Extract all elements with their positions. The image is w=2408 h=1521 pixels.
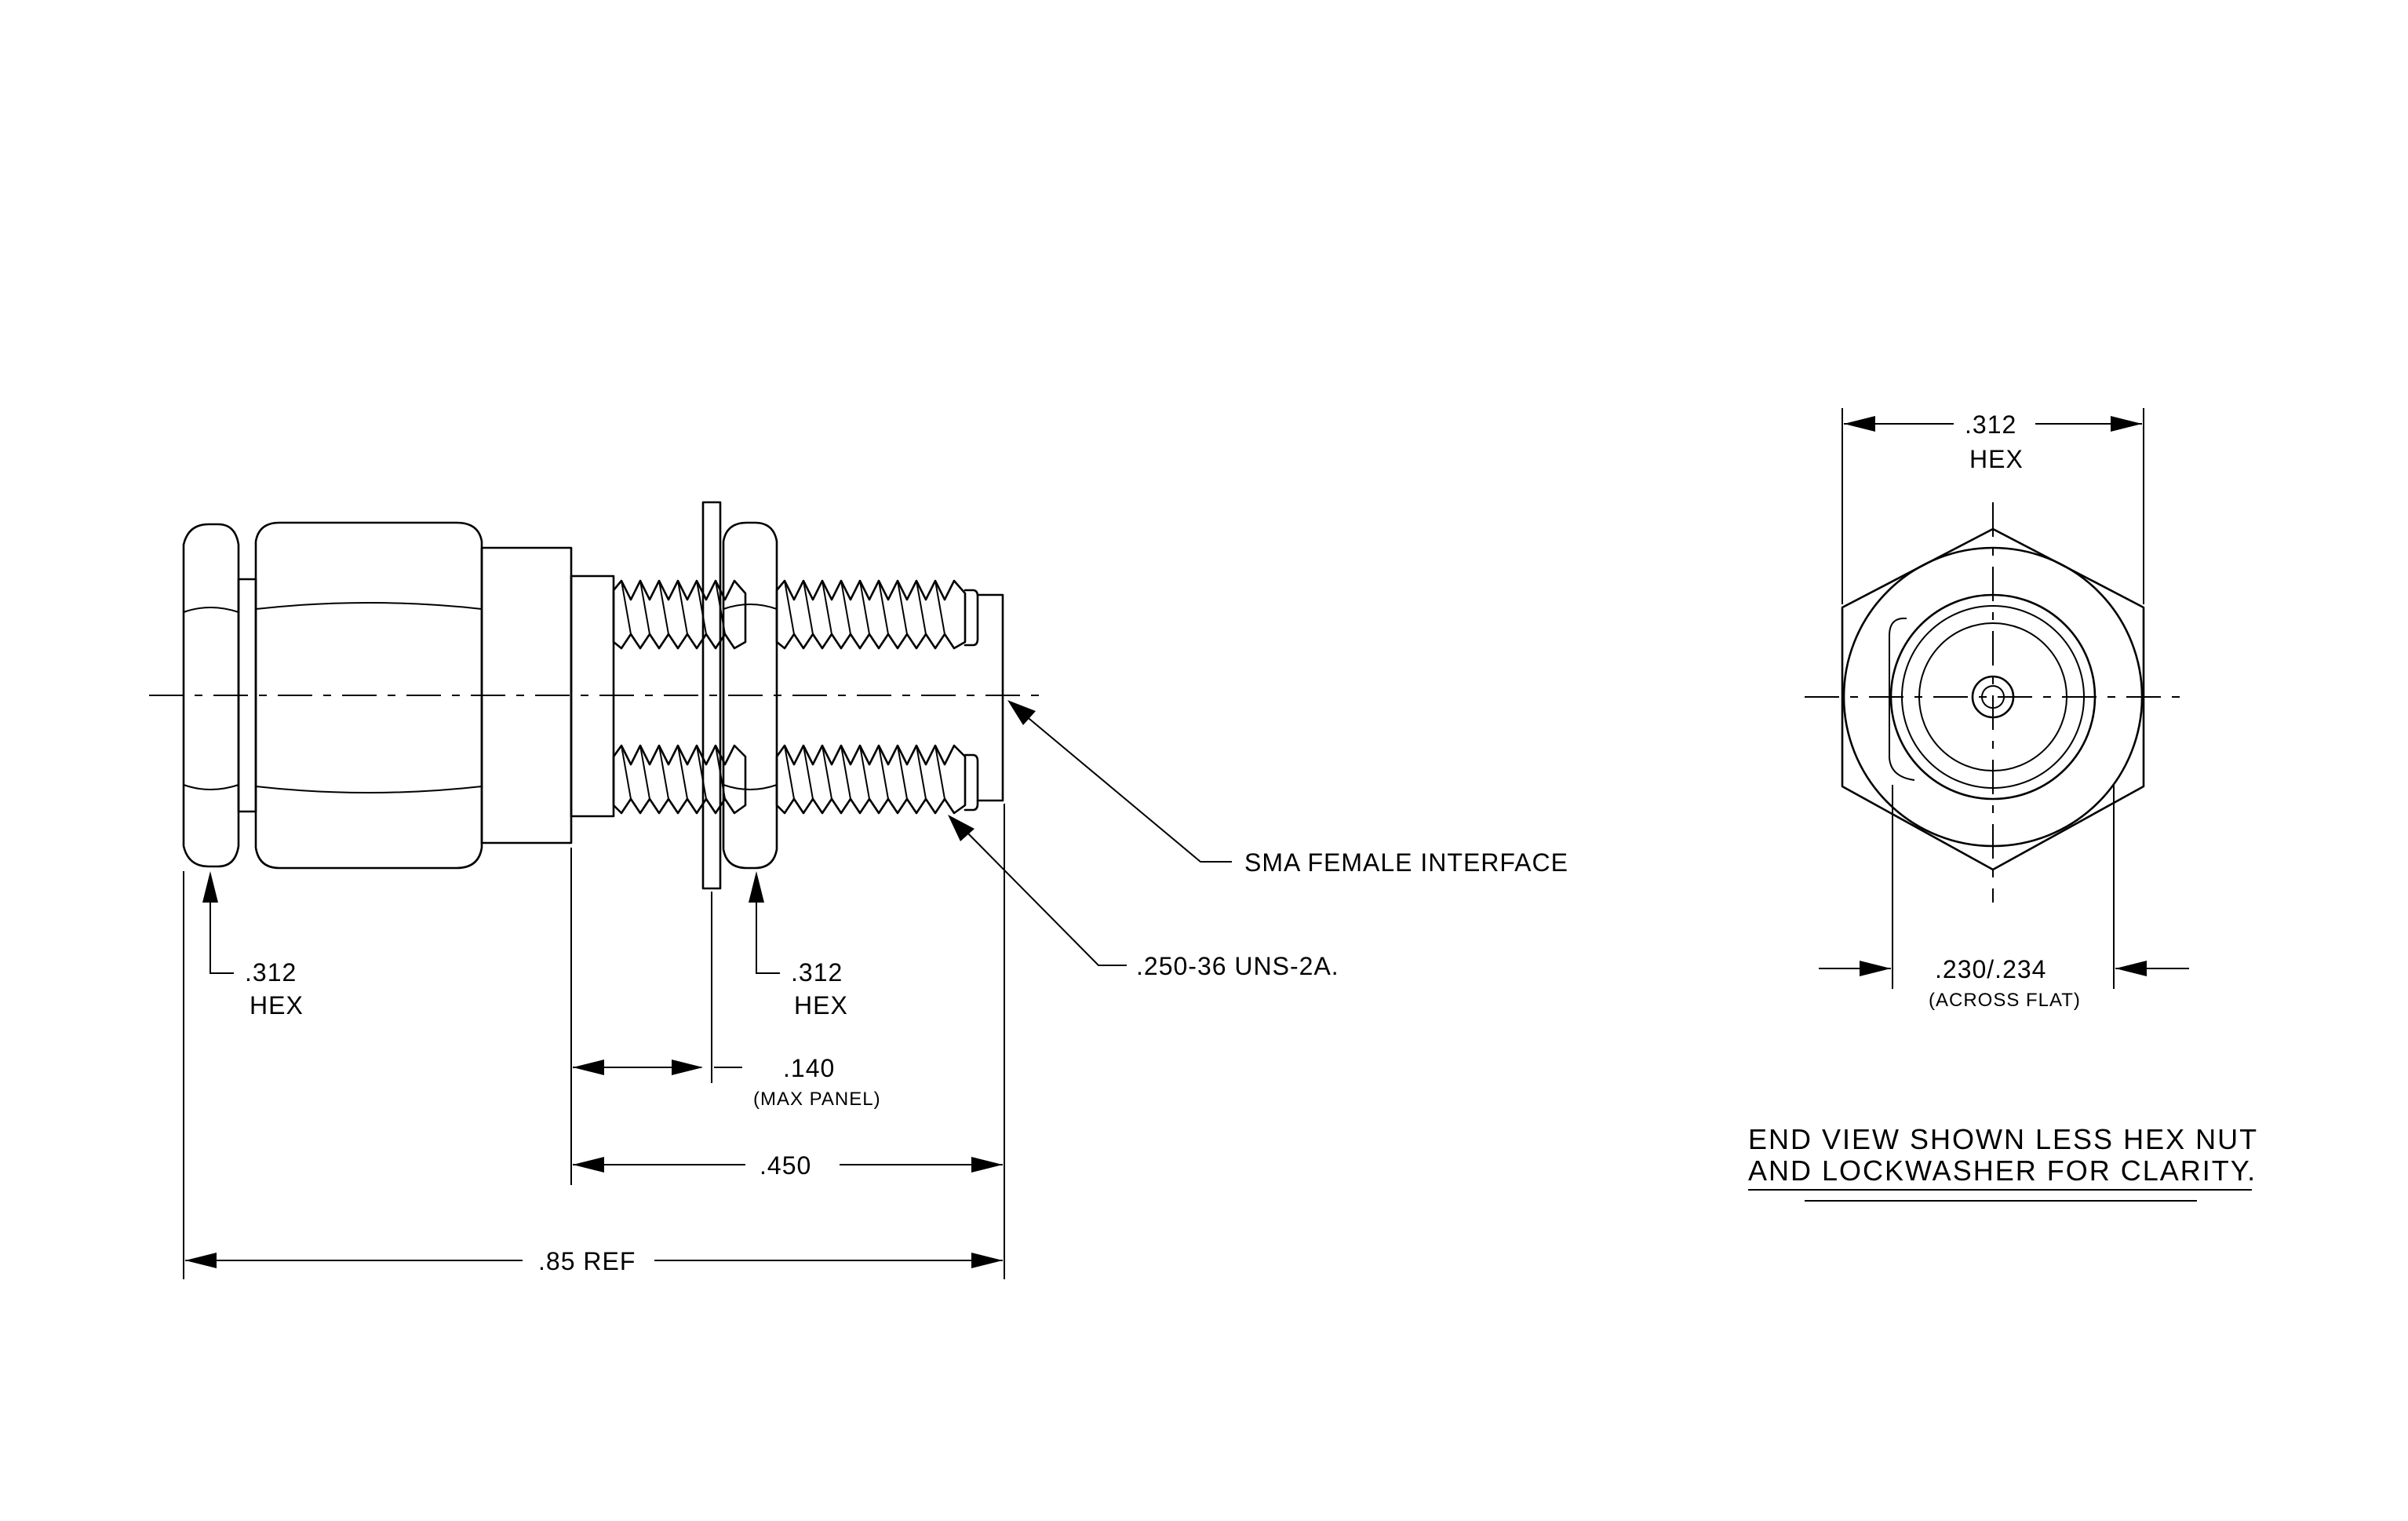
- flat-left: [1889, 617, 1915, 781]
- length-dimension: .450: [573, 1151, 1003, 1180]
- note-line-1: END VIEW SHOWN LESS HEX NUT: [1748, 1123, 2258, 1155]
- inner-ring: [1901, 605, 2085, 789]
- side-view: .312 HEX .312 HEX .140 (MAX PANEL) .450: [149, 501, 1568, 1279]
- panel-dim: .140: [783, 1054, 835, 1082]
- end-view-note: END VIEW SHOWN LESS HEX NUT AND LOCKWASH…: [1748, 1123, 2258, 1202]
- end-hexagon: [1841, 527, 2145, 871]
- thread-callout-text: .250-36 UNS-2A.: [1136, 952, 1339, 980]
- panel-note: (MAX PANEL): [753, 1089, 881, 1110]
- thread-callout: .250-36 UNS-2A.: [948, 815, 1339, 980]
- right-hex-size: .312: [791, 958, 843, 987]
- interface-callout: SMA FEMALE INTERFACE: [1007, 700, 1568, 877]
- flat-dimension: .230/.234 (ACROSS FLAT): [1819, 955, 2189, 1011]
- note-line-2: AND LOCKWASHER FOR CLARITY.: [1748, 1154, 2257, 1187]
- thread-end-upper: [964, 589, 979, 647]
- end-view: .312 HEX .230/.234 (ACROSS FLAT) END VIE…: [1748, 408, 2258, 1202]
- end-hex-size: .312: [1965, 410, 2016, 439]
- end-hex-dimension: .312 HEX: [1844, 410, 2142, 473]
- length-dim: .450: [760, 1151, 811, 1180]
- left-hex-label: HEX: [250, 991, 304, 1019]
- outer-ring: [1842, 546, 2144, 848]
- thread-end-lower: [964, 753, 979, 812]
- right-hex-dimension: .312 HEX: [749, 871, 848, 1019]
- interface-callout-text: SMA FEMALE INTERFACE: [1244, 848, 1568, 877]
- overall-dimension: .85 REF: [185, 1247, 1003, 1275]
- right-hex-label: HEX: [794, 991, 848, 1019]
- left-hex-size: .312: [245, 958, 297, 987]
- dielectric-ring: [1918, 622, 2067, 771]
- collar: [570, 574, 615, 818]
- right-hex-nut: [722, 521, 778, 870]
- flat-note: (ACROSS FLAT): [1929, 990, 2081, 1011]
- body-hex: [254, 521, 483, 870]
- panel-dimension: .140 (MAX PANEL): [573, 1054, 881, 1110]
- flat-dim: .230/.234: [1935, 955, 2046, 983]
- body-ring: [1889, 593, 2097, 801]
- left-hex-nut: [182, 523, 240, 868]
- contact-outer: [1971, 675, 2015, 719]
- end-hex-label: HEX: [1969, 445, 2024, 473]
- left-hex-dimension: .312 HEX: [202, 871, 304, 1019]
- overall-dim: .85 REF: [538, 1247, 636, 1275]
- contact-inner: [1981, 685, 2005, 709]
- lockwasher: [701, 501, 722, 890]
- interface-end: [976, 593, 1004, 802]
